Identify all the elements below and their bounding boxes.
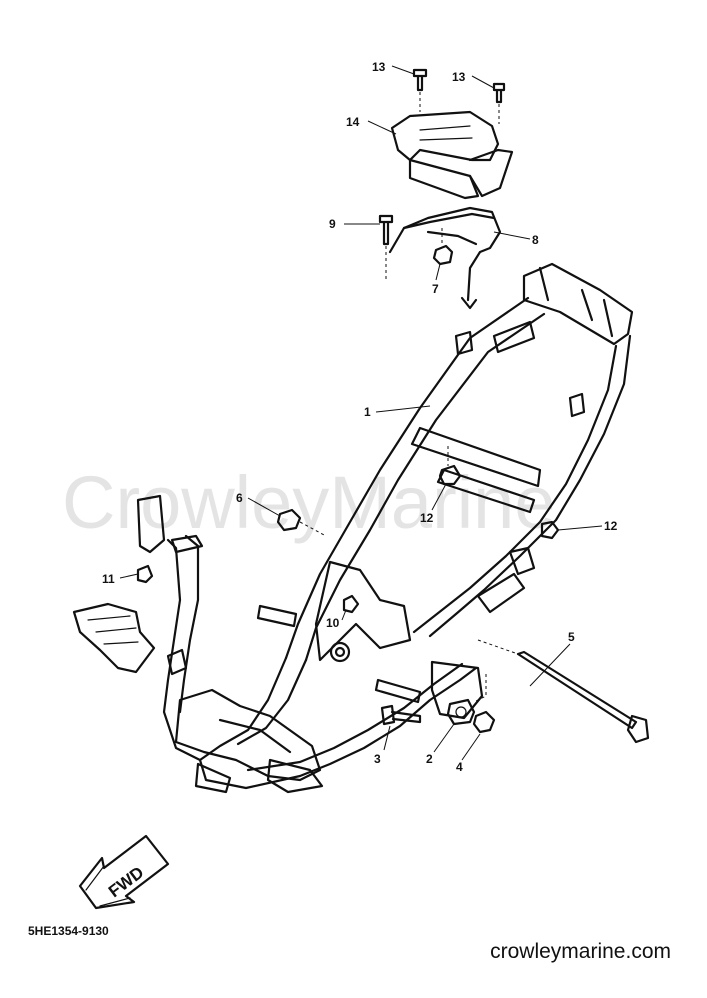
callout-11: 11 bbox=[102, 572, 115, 586]
diagram-code: 5HE1354-9130 bbox=[28, 924, 109, 938]
callout-7: 7 bbox=[432, 282, 439, 296]
hardware bbox=[136, 446, 650, 744]
callout-3: 3 bbox=[374, 752, 381, 766]
site-link[interactable]: crowleymarine.com bbox=[490, 940, 671, 963]
callout-4: 4 bbox=[456, 760, 463, 774]
carrier-bracket bbox=[378, 68, 514, 310]
callout-2: 2 bbox=[426, 752, 433, 766]
fwd-arrow-icon: FWD bbox=[78, 834, 170, 910]
leader-lines bbox=[119, 65, 603, 761]
callout-1: 1 bbox=[364, 405, 371, 419]
callout-13-left: 13 bbox=[372, 60, 386, 74]
callout-5: 5 bbox=[568, 630, 575, 644]
callout-13-right: 13 bbox=[452, 70, 466, 84]
callout-14: 14 bbox=[346, 115, 360, 129]
callout-9: 9 bbox=[329, 217, 336, 231]
main-frame bbox=[72, 262, 634, 794]
callout-8: 8 bbox=[532, 233, 539, 247]
callout-12-right: 12 bbox=[604, 519, 618, 533]
callout-10: 10 bbox=[326, 616, 340, 630]
callouts: 13 13 14 9 8 7 1 6 12 12 11 10 5 3 2 4 bbox=[102, 60, 618, 774]
callout-6: 6 bbox=[236, 491, 243, 505]
callout-12-center: 12 bbox=[420, 511, 434, 525]
watermark: CrowleyMarine bbox=[62, 461, 555, 544]
